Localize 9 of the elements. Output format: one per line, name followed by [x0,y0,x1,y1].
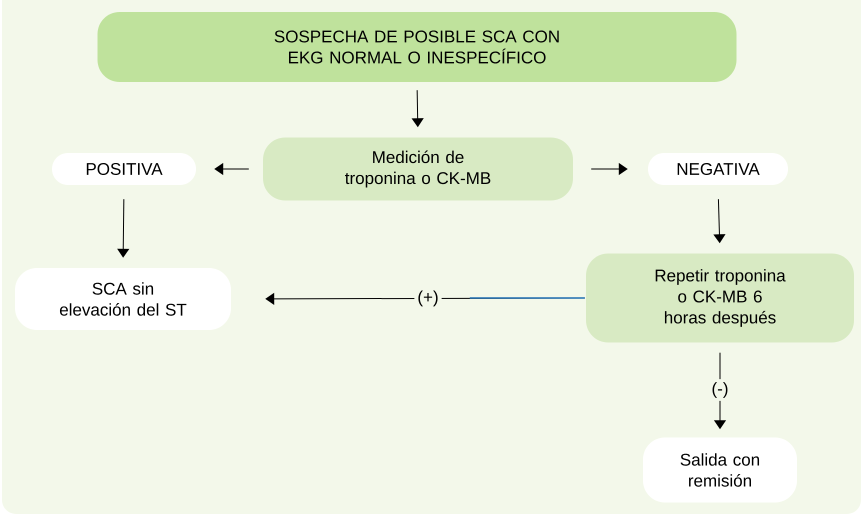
outcome-box: SCA sin elevación del ST [15,268,231,330]
title-box: SOSPECHA DE POSIBLE SCA CON EKG NORMAL O INESPECÍFICO [98,12,736,82]
edge-label: (+) [414,288,442,310]
outcome-box: Salida con remisión [643,437,797,502]
process-box: Repetir troponina o CK-MB 6 horas después [586,253,854,342]
result-box: POSITIVA [52,153,196,185]
process-box: Medición de troponina o CK-MB [263,138,573,200]
edge-label: (-) [708,379,732,401]
result-box: NEGATIVA [648,153,788,185]
